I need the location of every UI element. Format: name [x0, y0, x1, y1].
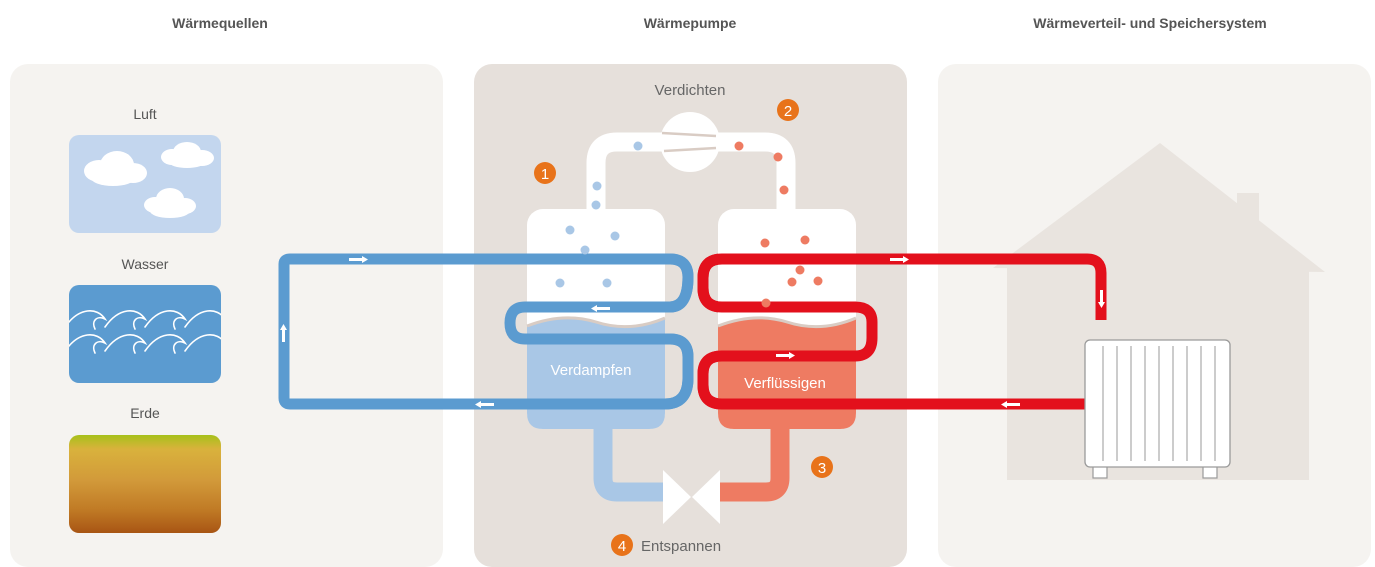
- radiator-icon: [1084, 339, 1231, 479]
- pump-title: Wärmepumpe: [643, 15, 737, 31]
- expand-label: Entspannen: [641, 538, 721, 555]
- condenser-vessel: [717, 209, 857, 429]
- expansion-outlet-line: [593, 420, 663, 502]
- suction-line: [586, 132, 665, 218]
- step-4-badge: [611, 534, 633, 556]
- source-earth-label: Erde: [130, 405, 160, 421]
- cold-refrigerant-dots: [555, 141, 643, 288]
- cold-loop-lower-pass: [527, 333, 694, 410]
- arrow-right-icon: [890, 256, 909, 263]
- step-3-badge: [811, 456, 833, 478]
- water-tile: [69, 285, 221, 383]
- hot-loop-lower-pass: [697, 350, 856, 410]
- cold-loop-upper-pass: [527, 253, 694, 313]
- compress-label: Verdichten: [655, 82, 726, 99]
- waves-icon: [69, 310, 221, 354]
- earth-tile: [69, 435, 221, 533]
- hot-loop-upper-pass: [697, 253, 856, 313]
- step-3-number: 3: [818, 460, 826, 477]
- step-1-badge: [534, 162, 556, 184]
- compressor-icon: [660, 112, 720, 172]
- pressure-line: [715, 132, 796, 218]
- arrow-left-icon: [1001, 401, 1020, 408]
- arrow-left-icon: [591, 305, 610, 312]
- source-air-label: Luft: [133, 106, 157, 122]
- expansion-valve-icon: [663, 470, 720, 524]
- arrow-right-icon: [776, 352, 795, 359]
- hot-refrigerant-dots: [734, 141, 823, 308]
- arrow-right-icon: [349, 256, 368, 263]
- step-badges: [534, 99, 833, 556]
- expansion-inlet-line: [720, 420, 790, 502]
- step-1-number: 1: [541, 166, 549, 183]
- step-2-number: 2: [784, 103, 792, 120]
- evaporator-vessel: [526, 209, 666, 429]
- condense-label: Verflüssigen: [744, 375, 826, 392]
- clouds-icon: [84, 142, 214, 218]
- arrow-down-icon: [1098, 290, 1105, 308]
- evaporate-label: Verdampfen: [551, 362, 632, 379]
- source-water-label: Wasser: [121, 256, 169, 272]
- air-tile: [69, 135, 221, 233]
- arrow-up-icon: [280, 324, 287, 342]
- arrow-left-icon: [475, 401, 494, 408]
- distribution-title: Wärmeverteil- und Speichersystem: [1033, 15, 1267, 31]
- sources-title: Wärmequellen: [172, 15, 268, 31]
- step-2-badge: [777, 99, 799, 121]
- step-4-number: 4: [618, 538, 626, 555]
